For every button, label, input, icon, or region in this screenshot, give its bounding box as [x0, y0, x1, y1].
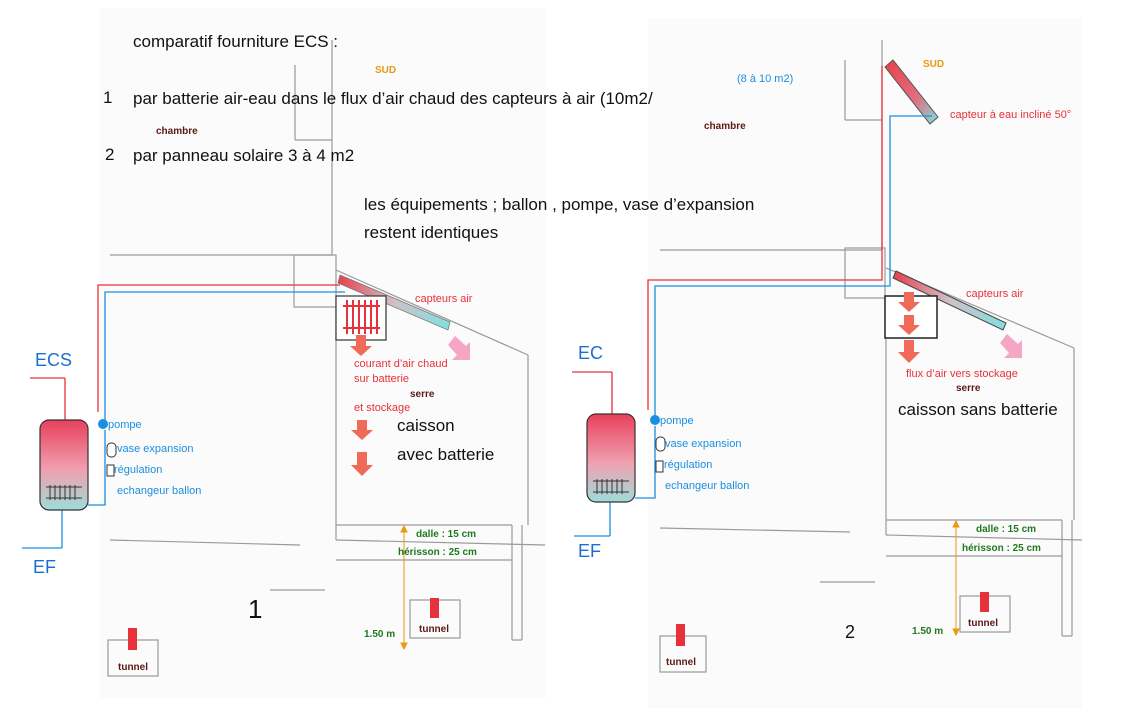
left-serre-label: serre [410, 389, 435, 400]
left-air-collector [337, 274, 451, 331]
right-tunnel-label-b: tunnel [666, 657, 696, 668]
right-chambre-label: chambre [704, 121, 746, 132]
right-air-collector [892, 270, 1007, 331]
right-serre-label: serre [956, 383, 981, 394]
left-tank [39, 419, 89, 511]
right-hot-pipe [572, 66, 883, 416]
right-down-arrows [898, 292, 920, 363]
left-cold-pipe [22, 291, 345, 549]
left-herisson-label: hérisson : 25 cm [398, 547, 477, 558]
left-courant-label-2: sur batterie [354, 373, 409, 385]
right-ef-label: EF [578, 541, 601, 561]
right-regulation-label: régulation [664, 459, 712, 471]
right-sud-label: SUD [923, 59, 944, 70]
left-pump-icon [98, 419, 108, 429]
item2-text: par panneau solaire 3 à 4 m2 [133, 146, 354, 165]
left-tunnel-marker-a [430, 598, 439, 618]
right-flux-label: flux d’air vers stockage [906, 368, 1018, 380]
right-echangeur-label: echangeur ballon [665, 480, 749, 492]
left-depth-label: 1.50 m [364, 629, 395, 640]
left-caisson-label-2: avec batterie [397, 445, 494, 464]
right-pink-arrow-icon [1000, 334, 1022, 358]
right-depth-label: 1.50 m [912, 626, 943, 637]
right-capteurs-label: capteurs air [966, 288, 1024, 300]
right-vase-label: vase expansion [665, 438, 741, 450]
left-courant-label-1: courant d’air chaud [354, 358, 448, 370]
left-caisson-label-1: caisson [397, 416, 455, 435]
right-diagram-number: 2 [845, 622, 855, 642]
left-tunnel-label-a: tunnel [419, 624, 449, 635]
right-tunnel-label-a: tunnel [968, 618, 998, 629]
right-tunnel-marker-a [980, 592, 989, 612]
left-expansion-icon [106, 442, 117, 458]
left-pompe-label: pompe [108, 419, 142, 431]
left-vase-label: vase expansion [117, 443, 193, 455]
left-capteurs-label: capteurs air [415, 293, 473, 305]
right-herisson-label: hérisson : 25 cm [962, 543, 1041, 554]
right-dalle-label: dalle : 15 cm [976, 524, 1036, 535]
left-depth-marks [400, 524, 408, 651]
left-stockage-label: et stockage [354, 402, 410, 414]
left-ef-label: EF [33, 557, 56, 577]
left-ecs-label: ECS [35, 350, 72, 370]
left-regulation-icon [106, 464, 115, 477]
left-regulation-label: régulation [114, 464, 162, 476]
left-sud-label: SUD [375, 65, 396, 76]
left-tunnel-marker-b [128, 628, 137, 650]
left-pink-arrow-icon [448, 336, 470, 360]
note-line-2: restent identiques [364, 223, 498, 242]
right-depth-marks [952, 519, 960, 637]
right-ec-label: EC [578, 343, 603, 363]
right-building [648, 18, 1083, 708]
header-title: comparatif fourniture ECS : [133, 32, 338, 51]
left-hot-pipe [30, 284, 340, 420]
right-tank [586, 413, 636, 503]
item1-text: par batterie air-eau dans le flux d’air … [133, 89, 653, 108]
right-expansion-icon [655, 436, 666, 452]
right-tunnel-marker-b [676, 624, 685, 646]
left-tunnel-label-b: tunnel [118, 662, 148, 673]
left-dalle-label: dalle : 15 cm [416, 529, 476, 540]
item1-note: (8 à 10 m2) [737, 73, 793, 85]
left-echangeur-label: echangeur ballon [117, 485, 201, 497]
left-building [100, 8, 546, 698]
item2-number: 2 [105, 145, 114, 164]
left-down-arrows [350, 335, 373, 476]
right-caisson-label: caisson sans batterie [898, 400, 1058, 419]
left-diagram-number: 1 [248, 594, 262, 624]
left-chambre-label: chambre [156, 126, 198, 137]
item1-number: 1 [103, 88, 112, 107]
right-pompe-label: pompe [660, 415, 694, 427]
right-water-collector [884, 59, 939, 125]
right-cold-pipe [574, 115, 932, 537]
right-pump-icon [650, 415, 660, 425]
note-line-1: les équipements ; ballon , pompe, vase d… [364, 195, 754, 214]
right-capteur-eau-label: capteur à eau incliné 50° [950, 109, 1071, 121]
right-regulation-icon [655, 460, 664, 473]
left-battery-icon [335, 295, 387, 341]
